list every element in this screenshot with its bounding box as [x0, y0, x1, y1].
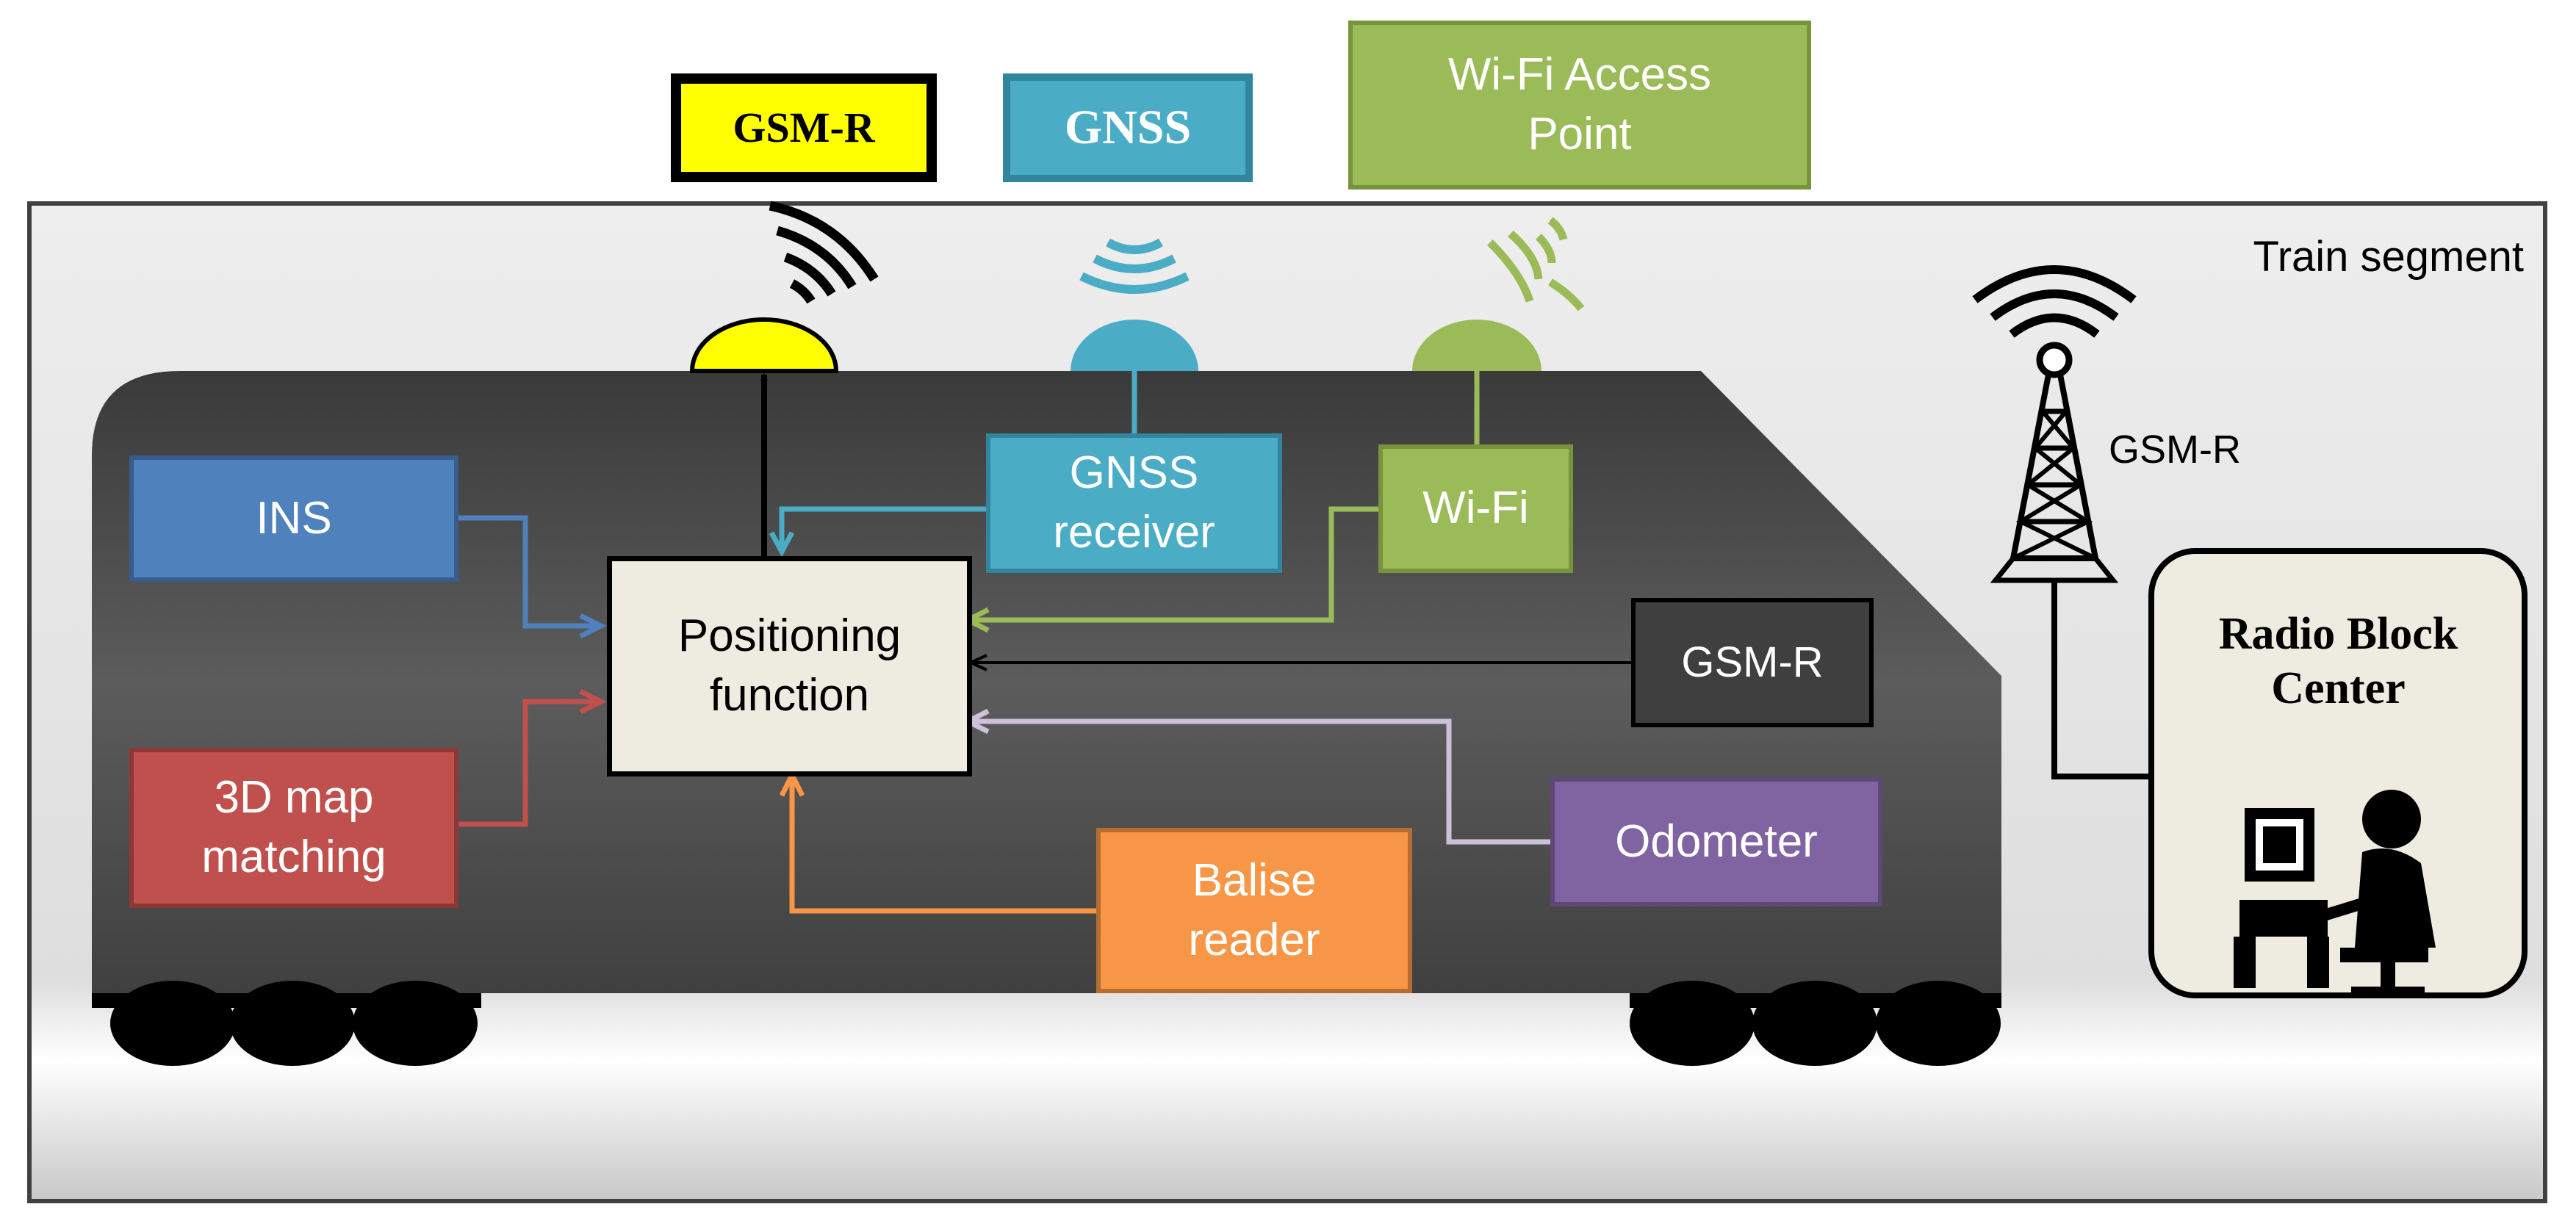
wifi-box: Wi-Fi	[1378, 444, 1573, 573]
tower-gsmr-label: GSM-R	[2109, 427, 2241, 472]
connections	[457, 371, 2151, 914]
gnss-receiver-box: GNSS receiver	[986, 433, 1282, 573]
wifi-arrow	[974, 506, 1380, 623]
gnss-top-label: GNSS	[1003, 73, 1253, 182]
odometer-arrow	[974, 718, 1552, 845]
gsmr-antenna-dome	[689, 317, 839, 373]
gsmr-top-label: GSM-R	[671, 73, 937, 182]
gnss-waves-icon	[1079, 238, 1190, 294]
gnss-antenna-dome	[1071, 320, 1198, 371]
ins-arrow	[457, 515, 595, 629]
gnss-arrow	[779, 506, 987, 547]
rbc-label: Radio Block Center	[2218, 608, 2458, 713]
tower-to-rbc-line	[2051, 580, 2151, 779]
balise-reader-box: Balise reader	[1096, 828, 1412, 993]
odometer-box: Odometer	[1550, 777, 1882, 907]
operator-icon	[2234, 790, 2436, 997]
segment-label: Train segment	[2253, 232, 2524, 281]
wifi-waves-icon	[1487, 217, 1585, 311]
gsmr-box: GSM-R	[1631, 598, 1874, 727]
radio-tower-icon	[1972, 265, 2137, 583]
wifi-access-point-label: Wi-Fi Access Point	[1348, 21, 1811, 190]
balise-arrow	[789, 781, 1098, 914]
wheels	[92, 981, 2001, 1066]
positioning-function-box: Positioning function	[607, 556, 972, 776]
wifi-antenna-dome	[1412, 320, 1541, 371]
ins-box: INS	[129, 455, 458, 582]
gsmr-waves-icon	[769, 201, 879, 304]
rbc-box	[2148, 548, 2528, 998]
map-arrow	[457, 699, 595, 827]
map-matching-box: 3D map matching	[129, 748, 458, 908]
